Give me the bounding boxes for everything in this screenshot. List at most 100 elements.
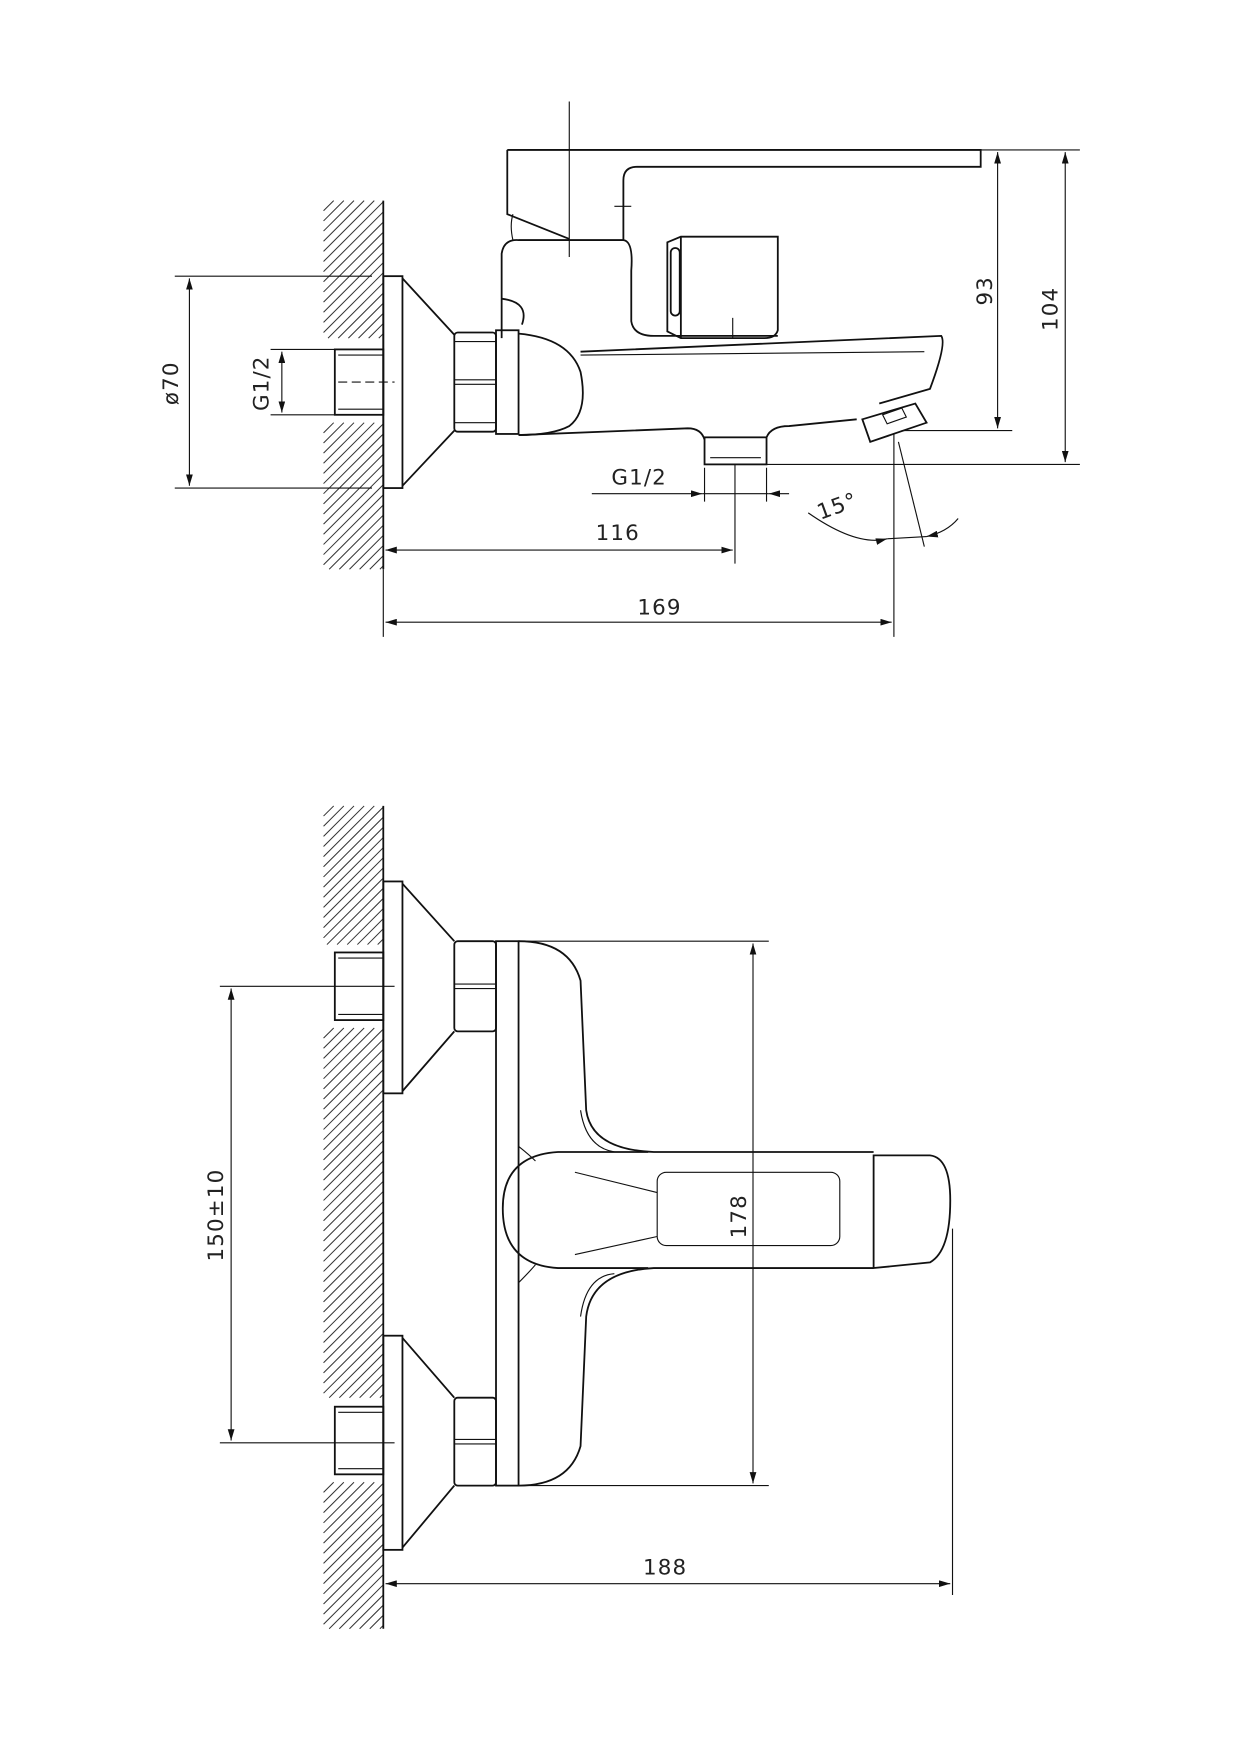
wall-hatch [323, 200, 384, 570]
hatch-line [323, 1027, 345, 1049]
hatch-line [323, 1481, 345, 1503]
dimension-104: 104 [1038, 152, 1069, 463]
hatch-line [323, 805, 365, 847]
hatch-line [323, 474, 384, 535]
hatch-line [323, 1221, 384, 1282]
hatch-line [323, 1322, 384, 1384]
hatch-line [323, 201, 384, 262]
hatch-line [358, 312, 384, 339]
hatch-line [337, 292, 384, 339]
hatch-line [336, 897, 384, 945]
hatch-line [323, 1211, 384, 1272]
hatch-line [323, 877, 384, 939]
hatch-line [323, 1262, 384, 1323]
mixer-body-front [495, 940, 952, 1487]
dimension-outlet-thread: G1/2 [591, 464, 790, 564]
hatch-line [323, 200, 355, 232]
hatch-line [323, 1038, 384, 1100]
hatch-line [323, 200, 345, 222]
hatch-line [323, 200, 375, 252]
dimension-inlet-thread: G1/2 [249, 348, 335, 416]
label-93: 93 [973, 276, 998, 306]
hatch-line [369, 1614, 384, 1630]
hatch-line [323, 1481, 355, 1514]
hatch-line [359, 1604, 384, 1630]
label-104: 104 [1038, 287, 1063, 331]
front-view: 178 150±10 188 [204, 805, 954, 1630]
hatch-line [323, 1180, 384, 1242]
hatch-line [323, 1027, 335, 1039]
hatch-line [323, 211, 384, 273]
dimension-angle-15: 15° [807, 441, 959, 547]
hatch-line [323, 1120, 384, 1181]
hatch-line [323, 1251, 384, 1313]
hatch-line [323, 1292, 384, 1353]
upper-inlet [333, 880, 497, 1095]
hatch-line [323, 1027, 355, 1059]
label-116: 116 [596, 521, 640, 546]
dimension-169: 169 [382, 433, 895, 637]
hatch-line [323, 464, 384, 525]
hatch-line [323, 272, 384, 333]
hatch-line [323, 1059, 384, 1120]
hatch-line [323, 1543, 384, 1605]
hatch-line [349, 1363, 384, 1399]
hatch-line [347, 302, 384, 339]
label-150: 150±10 [204, 1169, 229, 1262]
hatch-line [323, 1493, 384, 1554]
hatch-line [323, 1160, 384, 1222]
hatch-line [323, 805, 345, 827]
label-outlet-thread: G1/2 [611, 466, 667, 491]
hatch-line [346, 908, 384, 945]
hatch-line [327, 282, 384, 339]
hatch-line [323, 422, 365, 464]
hex-nut [453, 331, 497, 433]
hatch-line [323, 867, 384, 929]
hatch-line [323, 1333, 384, 1394]
label-188: 188 [643, 1556, 687, 1581]
dimension-150: 150±10 [204, 985, 395, 1444]
hatch-line [338, 524, 384, 570]
hatch-line [323, 1282, 384, 1343]
hatch-line [323, 805, 355, 837]
hatch-line [323, 1201, 384, 1262]
hatch-line [369, 1383, 384, 1399]
hatch-line [323, 1028, 384, 1090]
hatch-line [323, 1302, 384, 1364]
hatch-line [323, 494, 384, 555]
hatch-line [323, 1109, 384, 1171]
hatch-line [328, 1574, 384, 1630]
dimension-diameter-70: ø70 [159, 275, 373, 489]
hatch-line [323, 453, 384, 515]
hatch-line [323, 1513, 384, 1574]
hatch-line [323, 1140, 384, 1201]
hatch-line [349, 1594, 384, 1630]
hatch-line [367, 928, 384, 945]
hatch-line [323, 1503, 384, 1564]
hatch-line [323, 1049, 384, 1110]
inlet-pipe [333, 348, 395, 416]
hatch-line [323, 1069, 384, 1130]
hatch-line [323, 1130, 384, 1191]
hatch-line [323, 1027, 365, 1069]
hatch-line [323, 1272, 384, 1333]
hatch-line [323, 805, 335, 817]
label-spout-angle: 15° [814, 488, 861, 526]
hatch-line [323, 443, 384, 505]
hatch-line [323, 1150, 384, 1211]
label-169: 169 [637, 595, 681, 620]
hatch-line [357, 918, 384, 945]
hatch-line [323, 1554, 384, 1615]
hatch-line [323, 1170, 384, 1232]
hatch-line [323, 857, 384, 918]
hatch-line [338, 1584, 384, 1630]
hatch-line [323, 806, 384, 868]
hatch-line [323, 433, 384, 495]
hatch-line [323, 231, 384, 293]
hatch-line [338, 1353, 384, 1399]
hatch-line [326, 887, 384, 945]
hatch-line [323, 1482, 384, 1544]
hatch-line [323, 221, 384, 283]
hatch-line [323, 504, 384, 566]
hatch-line [323, 1027, 375, 1080]
